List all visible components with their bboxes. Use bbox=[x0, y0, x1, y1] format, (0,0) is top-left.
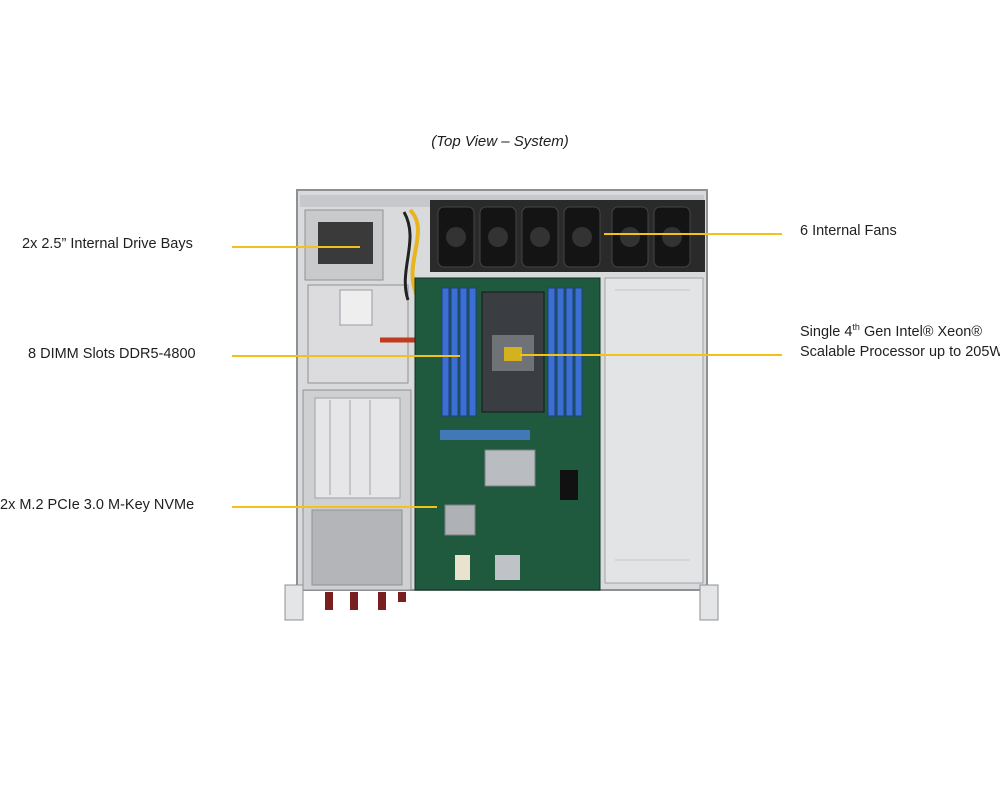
cpu-label-line2: Scalable Processor up to 205W bbox=[800, 344, 1000, 360]
dimm-slots-label: 8 DIMM Slots DDR5-4800 bbox=[28, 346, 196, 362]
expansion-bay bbox=[604, 277, 704, 584]
m2-label: 2x M.2 PCIe 3.0 M-Key NVMe bbox=[0, 497, 195, 513]
cpu-label-post: Gen Intel® Xeon® bbox=[859, 324, 983, 340]
fans bbox=[430, 200, 705, 272]
power-supply bbox=[302, 389, 412, 610]
fans-leader bbox=[604, 233, 782, 235]
drive-bays-label: 2x 2.5” Internal Drive Bays bbox=[22, 236, 193, 252]
cpu-label-pre: Single 4 bbox=[800, 324, 853, 340]
fans-label: 6 Internal Fans bbox=[800, 223, 897, 239]
diagram-caption: (Top View – System) bbox=[431, 133, 569, 150]
drive-bays bbox=[304, 209, 409, 384]
cpu-label-sup: th bbox=[852, 322, 860, 333]
drive-bays-leader bbox=[232, 246, 360, 248]
dimm-slots bbox=[441, 287, 583, 417]
motherboard bbox=[414, 277, 601, 591]
cpu-leader bbox=[520, 354, 782, 356]
cpu-socket bbox=[481, 291, 545, 413]
cpu-label-line1: Single 4th Gen Intel® Xeon® bbox=[800, 322, 982, 342]
dimm-slots-leader bbox=[232, 355, 460, 357]
m2-leader bbox=[232, 506, 437, 508]
